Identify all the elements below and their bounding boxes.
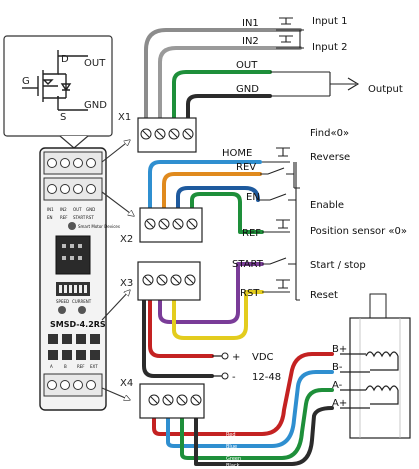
connector-x2-label: X2 (120, 234, 133, 245)
wires (142, 28, 334, 466)
function-input1: Input 1 (312, 16, 347, 27)
connector-x1: X1 (118, 112, 197, 153)
wire-ref (190, 192, 264, 234)
signal-gnd: GND (236, 84, 259, 95)
brand-logo: Smart Motor Devices (68, 222, 120, 230)
function-start-stop: Start / stop (310, 260, 366, 271)
wire-label-blue: Blue (226, 444, 237, 450)
wire-out (172, 70, 272, 120)
function-reset: Reset (310, 290, 338, 301)
connector-arrows (101, 140, 134, 400)
ctrl-bottom-a: A (50, 364, 53, 369)
wire-label-black: Black (226, 463, 240, 469)
signal-out: OUT (236, 60, 258, 71)
function-enable: Enable (310, 200, 344, 211)
signal-en: EN (246, 192, 260, 203)
power-plus: + (232, 352, 240, 363)
connector-x2: X2 (120, 207, 203, 245)
mosfet-g-label: G (22, 76, 30, 87)
wire-motor-green (180, 388, 334, 460)
wire-label-red: Red (226, 432, 236, 438)
stepper-motor: B+ B- A- A+ (332, 293, 411, 439)
button-ref-icon (262, 219, 290, 233)
motor-b-minus: B- (332, 362, 343, 373)
function-input2: Input 2 (312, 42, 347, 53)
wire-label-green: Green (226, 456, 241, 462)
button-home-icon (262, 147, 290, 163)
function-labels: Input 1 Input 2 Output Find«0» Reverse E… (310, 16, 407, 301)
ctrl-label-rst: RST (86, 215, 94, 220)
button-in1-icon (276, 17, 296, 31)
motor-b-plus: B+ (332, 344, 347, 355)
power-terminals: + - VDC 12-48 (212, 352, 281, 383)
ctrl-label-out: OUT (73, 207, 82, 212)
motor-a-plus: A+ (332, 398, 347, 409)
wire-motor-blue (166, 370, 334, 448)
speed-label: SPEED (56, 299, 69, 304)
wire-power-plus (148, 298, 214, 358)
ctrl-label-in1: IN1 (47, 207, 54, 212)
function-find0: Find«0» (310, 128, 349, 139)
wire-home (148, 160, 262, 210)
motor-a-minus: A- (332, 380, 343, 391)
signal-in1: IN1 (242, 18, 259, 29)
brand-text: Smart Motor Devices (78, 224, 120, 229)
mosfet-gnd-label: GND (84, 100, 107, 111)
ctrl-label-en: EN (47, 215, 53, 220)
function-reverse: Reverse (310, 152, 350, 163)
wire-rst (172, 290, 264, 340)
wire-in2 (158, 46, 302, 120)
mosfet-out-label: OUT (84, 58, 106, 69)
wire-in1 (144, 28, 302, 120)
connector-x4-label: X4 (120, 378, 133, 389)
connector-x3: X3 (120, 261, 201, 301)
signal-rst: RST (240, 288, 260, 299)
controller-module: IN1 IN2 OUT GND EN REF START RST Smart M… (39, 147, 120, 411)
model-label: SMSD-4.2RS (50, 320, 106, 329)
power-vdc-label: VDC (252, 352, 274, 363)
current-label: CURRENT (72, 299, 92, 304)
power-minus: - (232, 372, 236, 383)
mosfet-s-label: S (60, 112, 66, 123)
ctrl-label-in2: IN2 (60, 207, 67, 212)
power-range: 12-48 (252, 372, 281, 383)
button-rst-icon (262, 279, 290, 293)
ctrl-bottom-ext: EXT (90, 364, 98, 369)
display-panel (55, 235, 91, 275)
wire-start (158, 262, 264, 324)
ctrl-label-start: START (73, 215, 86, 220)
connector-x3-label: X3 (120, 278, 133, 289)
signal-ref: REF (242, 228, 261, 239)
mosfet-symbol (22, 50, 88, 111)
mosfet-d-label: D (61, 54, 69, 65)
current-knob[interactable] (78, 306, 86, 314)
signal-rev: REV (236, 162, 256, 173)
signal-in2: IN2 (242, 36, 259, 47)
wire-motor-black (194, 406, 334, 466)
function-position-sensor: Position sensor «0» (310, 226, 407, 237)
ctrl-bottom-ref: REF (77, 364, 85, 369)
connector-x4: X4 (120, 378, 205, 419)
wire-en (176, 186, 260, 210)
wire-gnd (186, 94, 272, 120)
signal-home: HOME (222, 148, 252, 159)
motor-wire-labels: Red Blue Green Black (226, 432, 241, 469)
signal-start: START (232, 259, 264, 270)
switches (258, 17, 360, 301)
mosfet-inset: OUT GND G D S (3, 35, 113, 149)
connector-x1-label: X1 (118, 112, 131, 123)
ctrl-label-ref: REF (60, 215, 68, 220)
wire-rev (162, 172, 262, 210)
wire-motor-red (152, 352, 334, 436)
function-output: Output (368, 84, 403, 95)
ctrl-label-gnd: GND (86, 207, 95, 212)
speed-knob[interactable] (58, 306, 66, 314)
wire-power-minus (142, 298, 214, 378)
button-in2-icon (276, 35, 296, 49)
signal-labels: IN1 IN2 OUT GND HOME REV EN REF START RS… (222, 18, 264, 299)
ctrl-bottom-b: B (64, 364, 67, 369)
